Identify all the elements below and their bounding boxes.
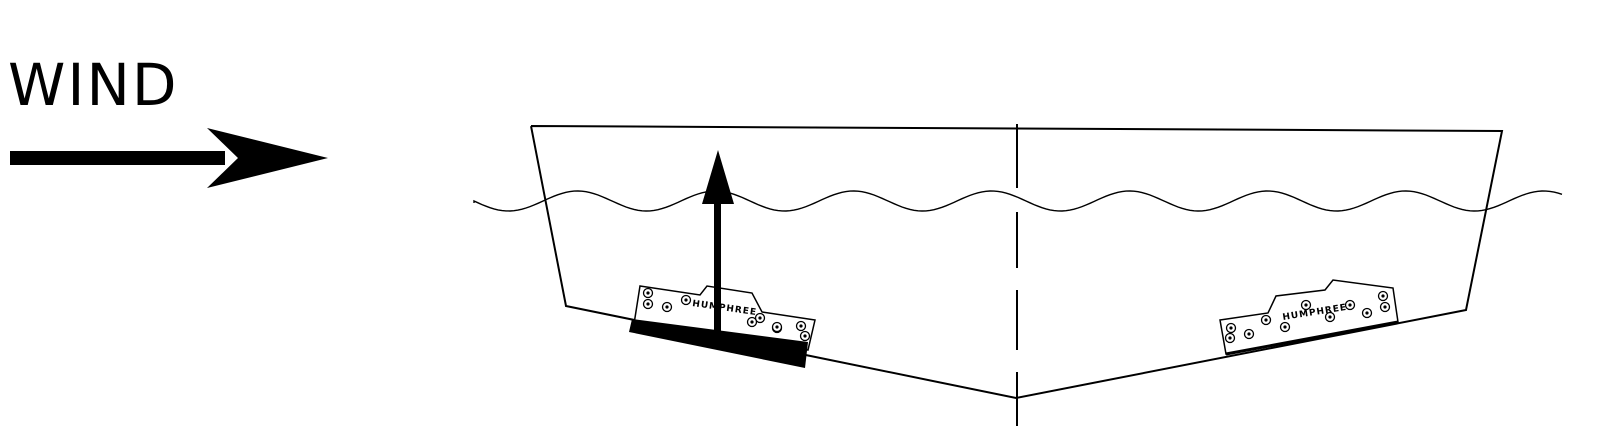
right-interceptor-bolts [1224, 290, 1391, 344]
wind-label: WIND [8, 51, 179, 119]
bolt-center [775, 325, 779, 329]
bolt-center [758, 316, 762, 320]
bolt-center [1264, 318, 1268, 322]
right-interceptor-blade [1225, 320, 1399, 356]
lift-force-arrow [702, 150, 734, 340]
bolt-center [1229, 326, 1233, 330]
bolt-center [1247, 332, 1251, 336]
bolt-center [1381, 294, 1385, 298]
bolt-center [1365, 311, 1369, 315]
bolt-center [646, 291, 650, 295]
wind-arrow [10, 128, 328, 188]
bolt-center [799, 324, 803, 328]
hull-outline [530, 125, 1504, 400]
bolt-center [1228, 336, 1232, 340]
bolt-center [1383, 305, 1387, 309]
left-interceptor-bolts [642, 287, 811, 342]
bolt-center [1328, 315, 1332, 319]
bolt-center [1304, 303, 1308, 307]
bolt-center [684, 298, 688, 302]
left-interceptor: HUMPHREE [629, 285, 816, 368]
right-interceptor: HUMPHREE [1219, 279, 1399, 356]
bolt-center [1283, 325, 1287, 329]
left-interceptor-blade [629, 319, 808, 368]
bolt-center [803, 334, 807, 338]
bolt-center [665, 305, 669, 309]
water-surface-line [473, 190, 1563, 212]
bolt-center [1348, 303, 1352, 307]
bolt-center [750, 320, 754, 324]
bolt-center [646, 302, 650, 306]
